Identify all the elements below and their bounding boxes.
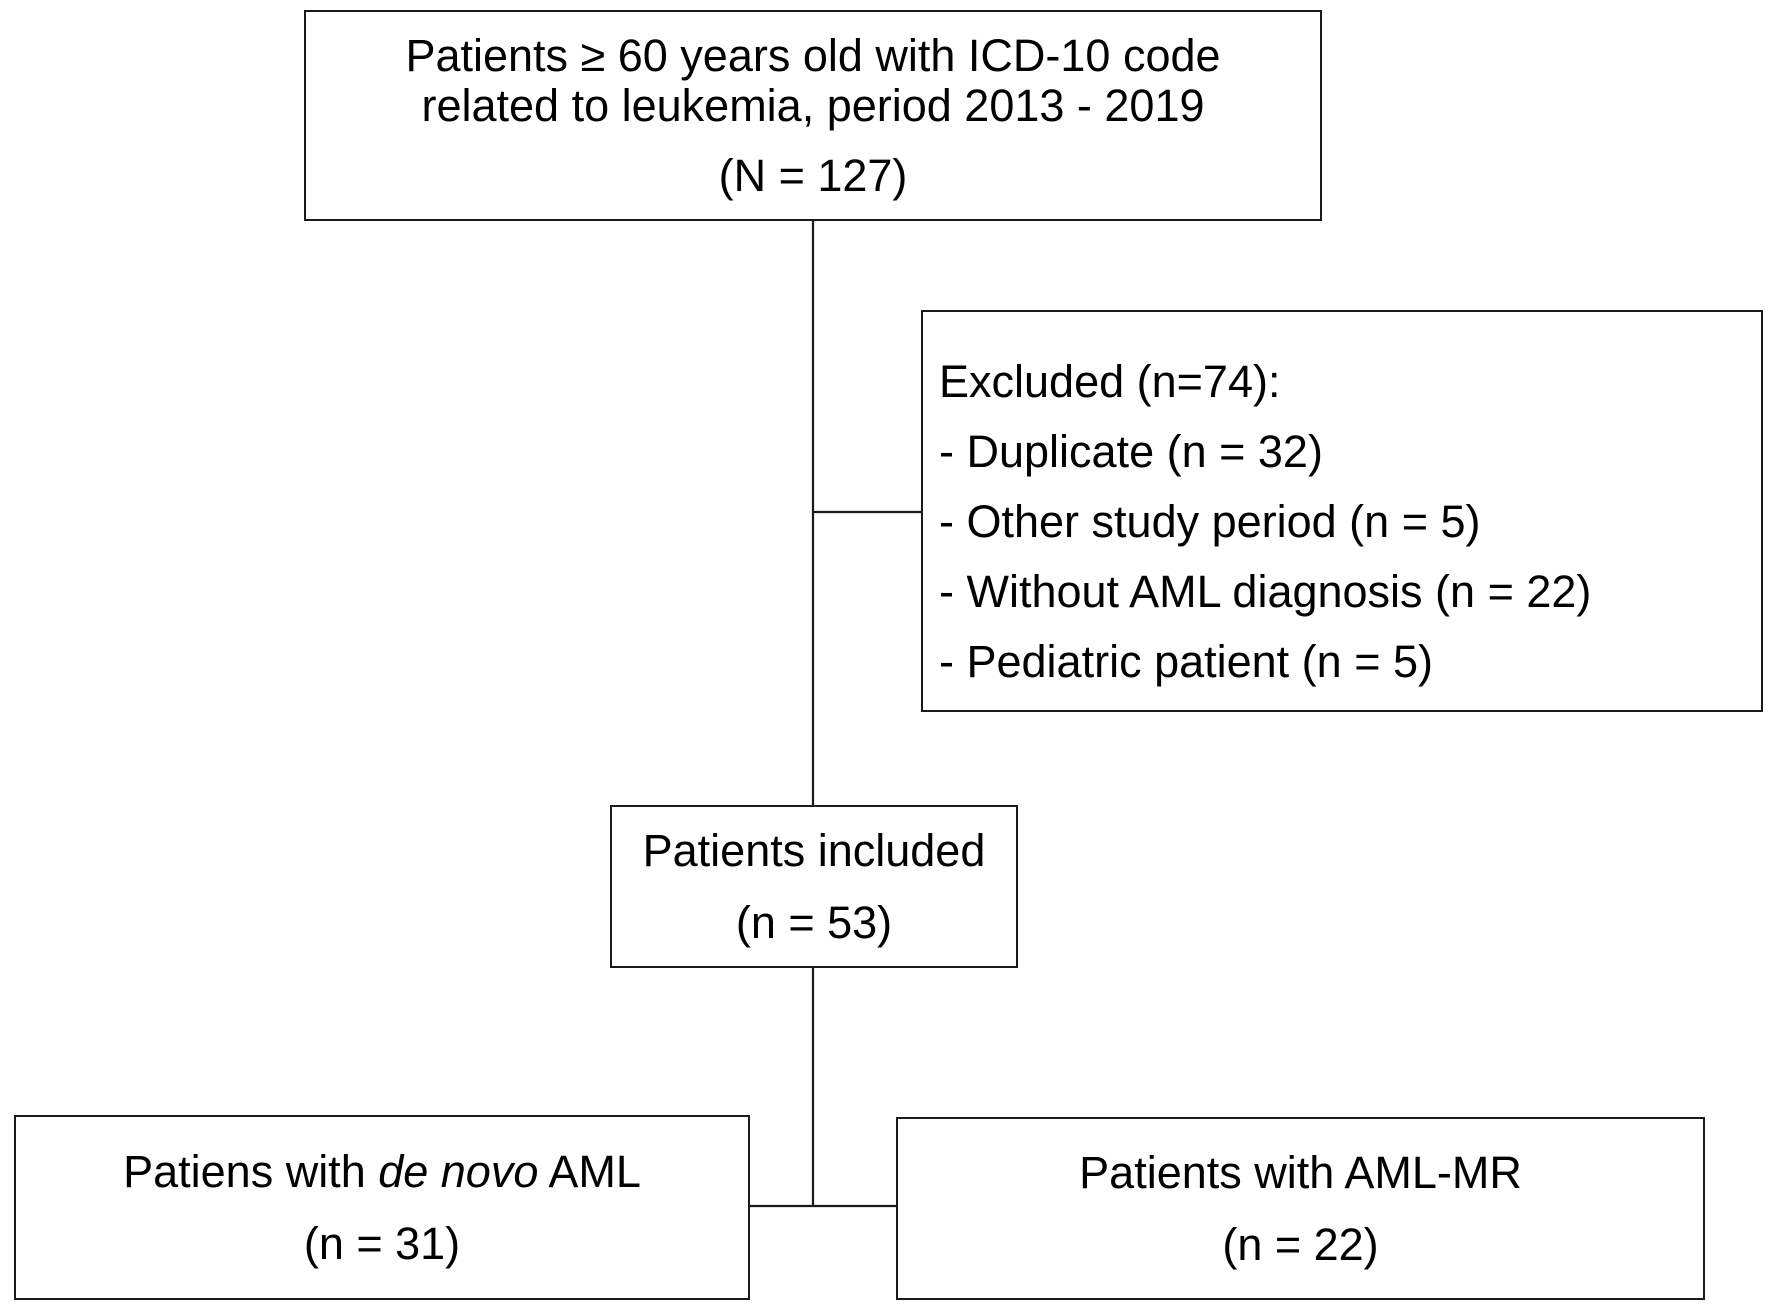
excluded-title: Excluded (n=74): <box>939 356 1281 407</box>
denovo-label-suffix: AML <box>538 1145 641 1197</box>
excluded-item-pediatric: - Pediatric patient (n = 5) <box>939 636 1433 687</box>
start-box-line-2: related to leukemia, period 2013 - 2019 <box>421 79 1205 131</box>
denovo-label-prefix: Patiens with <box>123 1145 379 1197</box>
aml-mr-label: Patients with AML-MR <box>1079 1146 1522 1198</box>
denovo-aml-count: (n = 31) <box>303 1217 461 1269</box>
excluded-item-other-period: - Other study period (n = 5) <box>939 496 1481 547</box>
included-box: Patients included (n = 53) <box>610 805 1018 968</box>
start-box: Patients ≥ 60 years old with ICD-10 code… <box>304 10 1322 221</box>
excluded-box: Excluded (n=74): - Duplicate (n = 32) - … <box>921 310 1763 712</box>
denovo-aml-label: Patiens with de novo AML <box>123 1145 641 1197</box>
aml-mr-count: (n = 22) <box>1222 1218 1379 1270</box>
included-label: Patients included <box>642 824 986 876</box>
included-count: (n = 53) <box>735 896 893 948</box>
start-box-count: (N = 127) <box>718 149 908 201</box>
denovo-label-italic: de novo <box>378 1145 539 1197</box>
aml-mr-box: Patients with AML-MR (n = 22) <box>896 1117 1705 1300</box>
excluded-item-duplicate: - Duplicate (n = 32) <box>939 426 1323 477</box>
excluded-item-without-aml: - Without AML diagnosis (n = 22) <box>939 566 1592 617</box>
start-box-line-1: Patients ≥ 60 years old with ICD-10 code <box>405 29 1221 81</box>
denovo-aml-box: Patiens with de novo AML (n = 31) <box>14 1115 750 1300</box>
